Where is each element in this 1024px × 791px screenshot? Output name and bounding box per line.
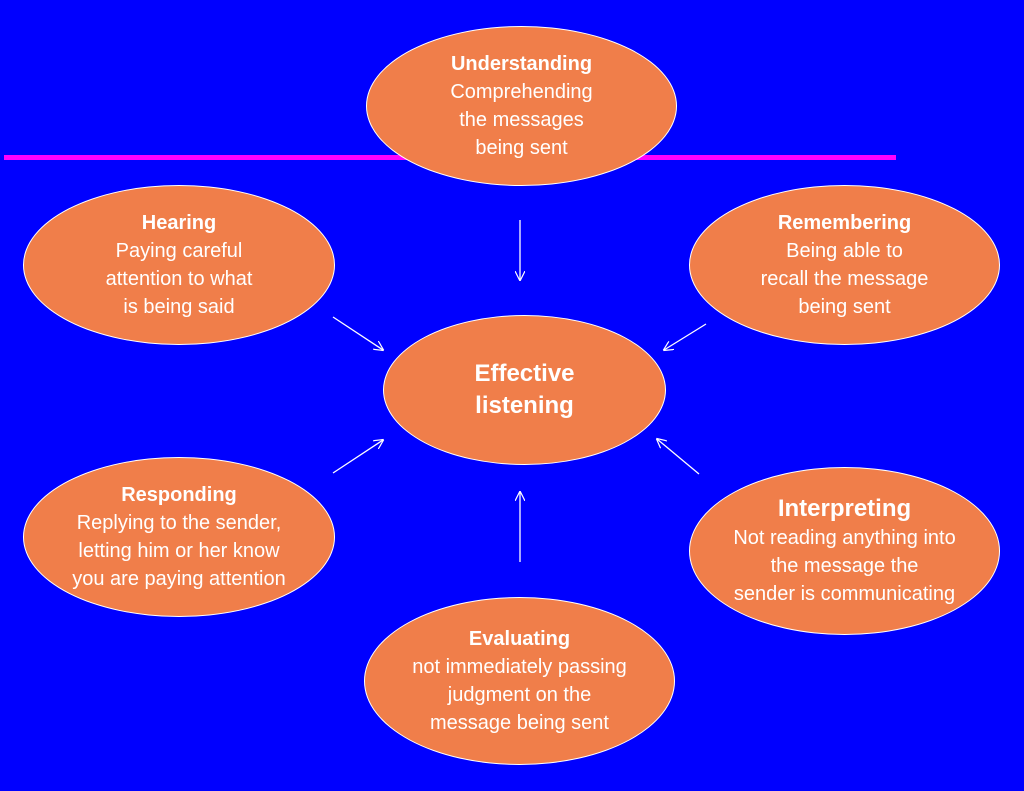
node-description: Not reading anything into the message th… bbox=[733, 527, 956, 605]
node-description: Replying to the sender, letting him or h… bbox=[72, 512, 286, 590]
node-description: Being able to recall the message being s… bbox=[760, 240, 929, 318]
node-title: Understanding bbox=[450, 53, 593, 75]
node-title: Interpreting bbox=[777, 495, 912, 522]
arrow-responding-to-center bbox=[332, 440, 383, 474]
node-remembering: Remembering Being able to recall the mes… bbox=[689, 185, 1000, 345]
arrow-hearing-to-center bbox=[332, 316, 383, 350]
center-title: Effective listening bbox=[474, 360, 575, 419]
node-evaluating: Evaluating not immediately passing judgm… bbox=[364, 597, 675, 765]
node-understanding: Understanding Comprehending the messages… bbox=[366, 26, 677, 186]
node-title: Remembering bbox=[777, 212, 912, 234]
node-responding: Responding Replying to the sender, letti… bbox=[23, 457, 335, 617]
node-description: Comprehending the messages being sent bbox=[450, 81, 593, 159]
node-effective-listening: Effective listening bbox=[383, 315, 666, 465]
node-hearing: Hearing Paying careful attention to what… bbox=[23, 185, 335, 345]
node-title: Responding bbox=[121, 484, 237, 506]
node-interpreting: Interpreting Not reading anything into t… bbox=[689, 467, 1000, 635]
node-description: not immediately passing judgment on the … bbox=[412, 656, 627, 734]
arrow-interpreting-to-center bbox=[657, 439, 700, 475]
arrow-remembering-to-center bbox=[664, 323, 707, 350]
node-title: Hearing bbox=[141, 212, 217, 234]
node-title: Evaluating bbox=[468, 628, 571, 650]
node-description: Paying careful attention to what is bein… bbox=[105, 240, 253, 318]
